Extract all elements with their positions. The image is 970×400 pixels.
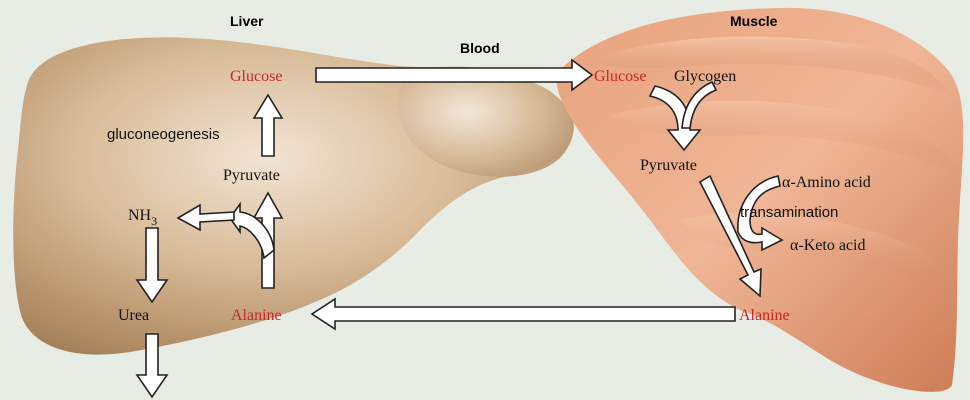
glycogen-label: Glycogen [674, 68, 736, 85]
liver-pyruvate-label: Pyruvate [223, 167, 280, 184]
blood-label: Blood [460, 40, 500, 56]
transamination-label: transamination [740, 204, 838, 221]
keto-acid-label: α-Keto acid [790, 237, 865, 254]
amino-acid-label: α-Amino acid [782, 174, 871, 191]
liver-alanine-label: Alanine [231, 307, 282, 324]
liver-label: Liver [230, 13, 264, 29]
muscle-glucose-label: Glucose [594, 68, 646, 85]
liver-glucose-label: Glucose [230, 68, 282, 85]
muscle-label: Muscle [730, 13, 778, 29]
muscle-alanine-label: Alanine [739, 307, 790, 324]
urea-label: Urea [118, 307, 149, 324]
gluconeogenesis-label: gluconeogenesis [107, 126, 220, 143]
muscle-pyruvate-label: Pyruvate [640, 157, 697, 174]
